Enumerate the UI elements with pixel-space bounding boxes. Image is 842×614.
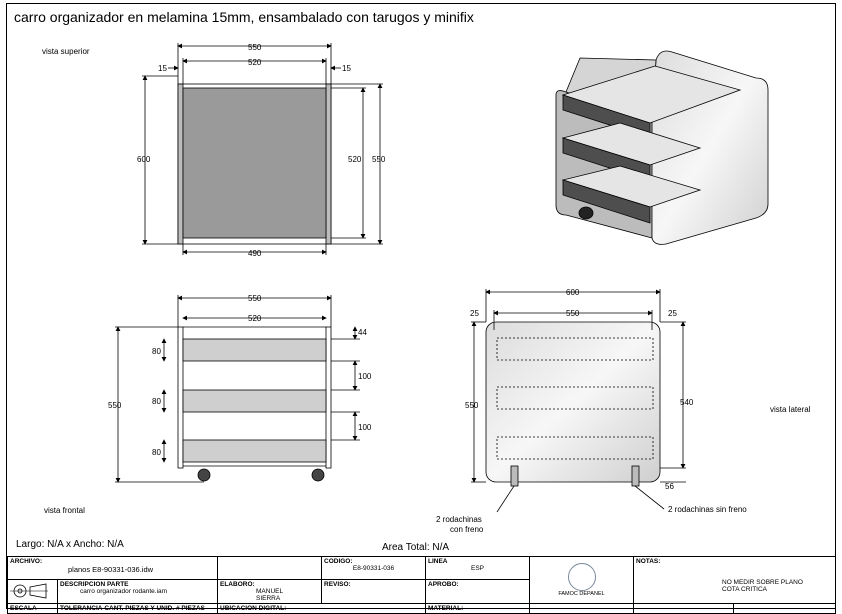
elaboro-value-2: SIERRA xyxy=(256,595,281,602)
view-label-front: vista frontal xyxy=(44,506,85,515)
dim-top-15-left: 15 xyxy=(158,64,167,73)
reviso-label: REVISO: xyxy=(324,581,351,588)
dim-front-80-a: 80 xyxy=(152,347,161,356)
projection-symbol-icon xyxy=(10,583,48,598)
desc-label: DESCRIPCION PARTE xyxy=(60,581,129,588)
note-casters-brake-1: 2 rodachinas xyxy=(436,515,482,524)
dim-side-600: 600 xyxy=(566,288,580,297)
iso-wheel xyxy=(578,206,594,220)
desc-value: carro organizador rodante.iam xyxy=(80,588,168,595)
dim-side-540: 540 xyxy=(680,398,694,407)
dim-front-80-c: 80 xyxy=(152,448,161,457)
top-view xyxy=(142,43,383,255)
linea-value: ESP xyxy=(470,565,484,572)
dim-front-520: 520 xyxy=(248,314,262,323)
codigo-value: E8-90331-036 xyxy=(352,565,395,572)
notas-label: NOTAS: xyxy=(636,558,661,565)
dim-side-25-right: 25 xyxy=(668,309,677,318)
elaboro-value-1: MANUEL xyxy=(256,588,284,595)
aprobo-label: APROBO: xyxy=(428,581,459,588)
piezas-label: # PIEZAS xyxy=(175,605,205,612)
dim-front-100-a: 100 xyxy=(358,372,372,381)
iso-drawer-bottom xyxy=(561,165,702,224)
dim-side-550-v: 550 xyxy=(465,401,479,410)
codigo-label: CODIGO: xyxy=(324,558,353,565)
view-label-side: vista lateral xyxy=(770,405,811,414)
ubicacion-label: UBICACION DIGITAL: xyxy=(220,605,287,612)
note-cota-critica: COTA CRITICA xyxy=(722,586,768,593)
side-caster-right xyxy=(631,465,640,487)
side-view-notes: 2 rodachinas con freno 2 rodachinas sin … xyxy=(436,505,747,534)
dim-side-550: 550 xyxy=(566,309,580,318)
archivo-label: ARCHIVO: xyxy=(10,558,43,565)
dim-front-550: 550 xyxy=(248,294,262,303)
front-view xyxy=(115,295,360,483)
dim-top-15-right: 15 xyxy=(342,64,351,73)
front-wheel-left xyxy=(197,468,211,482)
dim-front-550-v: 550 xyxy=(108,401,122,410)
dim-top-520-v: 520 xyxy=(348,155,362,164)
dim-top-600: 600 xyxy=(137,155,151,164)
escala-label: ESCALA xyxy=(10,605,37,612)
dim-side-56: 56 xyxy=(665,482,674,491)
cant-label: CANT. PIEZAS Y UNID. xyxy=(104,605,175,612)
note-casters-brake-2: con freno xyxy=(450,525,484,534)
size-info: Largo: N/A x Ancho: N/A xyxy=(16,539,124,550)
note-casters-nobrake: 2 rodachinas sin freno xyxy=(668,505,747,514)
side-view-dims: 600 550 25 25 550 540 56 xyxy=(465,288,694,491)
title-block: ARCHIVO: planos E8-90331-036.idw CODIGO:… xyxy=(7,556,836,614)
area-info: Area Total: N/A xyxy=(382,542,450,553)
side-view xyxy=(471,289,686,513)
dim-top-490: 490 xyxy=(248,249,262,258)
brand-name: FAMOC DEPANEL xyxy=(558,591,605,597)
dim-front-44: 44 xyxy=(358,328,367,337)
dim-top-520: 520 xyxy=(248,58,262,67)
top-view-dims: 550 520 15 15 600 520 550 490 xyxy=(137,43,386,258)
dim-top-550: 550 xyxy=(248,43,262,52)
note-no-medir: NO MEDIR SOBRE PLANO xyxy=(722,579,803,586)
front-view-dims: 550 520 550 80 80 80 44 100 100 xyxy=(108,294,372,457)
linea-label: LINEA xyxy=(428,558,448,565)
dim-front-100-b: 100 xyxy=(358,423,372,432)
dim-front-80-b: 80 xyxy=(152,397,161,406)
brand-logo-icon xyxy=(567,563,596,591)
archivo-value: planos E8-90331-036.idw xyxy=(68,565,154,574)
view-label-top: vista superior xyxy=(42,47,90,56)
front-wheel-right xyxy=(311,468,325,482)
dim-side-25-left: 25 xyxy=(470,309,479,318)
elaboro-label: ELABORO: xyxy=(220,581,255,588)
tolerancia-label: TOLERANCIA xyxy=(60,605,103,612)
drawing-title: carro organizador en melamina 15mm, ensa… xyxy=(14,9,474,25)
material-label: MATERIAL: xyxy=(428,605,464,612)
side-caster-left xyxy=(510,465,519,487)
iso-view xyxy=(555,50,769,245)
dim-top-550-v: 550 xyxy=(372,155,386,164)
